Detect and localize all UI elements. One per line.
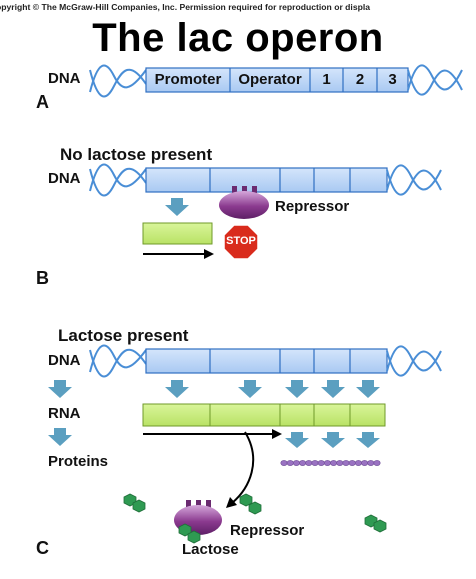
- transcription-arrows-c: [165, 380, 380, 398]
- transcription-arrow-c: [143, 429, 282, 439]
- helix-left-b: [89, 163, 147, 197]
- protein-bead: [299, 460, 307, 466]
- dna-box-b: [145, 167, 388, 193]
- dna-label-c: DNA: [48, 352, 81, 369]
- protein-bead: [342, 460, 350, 466]
- panel-b-dna: [89, 163, 442, 197]
- protein-bead: [354, 460, 362, 466]
- protein-bead: [336, 460, 344, 466]
- dna-label-b: DNA: [48, 170, 81, 187]
- rna-fragment-b: [142, 222, 213, 245]
- segment-gene-3: 3: [388, 71, 397, 88]
- helix-right-c: [386, 345, 442, 377]
- dna-box-c: [145, 348, 388, 374]
- protein-bead: [311, 460, 319, 466]
- protein-bead: [373, 460, 381, 466]
- protein-bead: [367, 460, 375, 466]
- stop-label: STOP: [226, 235, 256, 247]
- protein-chain-icon: [280, 460, 381, 466]
- heading-lactose-present: Lactose present: [58, 326, 189, 345]
- panel-label-c: C: [36, 538, 49, 558]
- copyright-notice: opyright © The McGraw-Hill Companies, In…: [0, 2, 371, 12]
- proteins-label-c: Proteins: [48, 453, 109, 470]
- protein-bead: [348, 460, 356, 466]
- segment-operator: Operator: [238, 71, 302, 88]
- rna-box-c: [142, 403, 386, 427]
- panel-label-a: A: [36, 92, 49, 112]
- panel-a-dna: [89, 64, 463, 98]
- heading-no-lactose: No lactose present: [60, 145, 213, 164]
- protein-bead: [292, 460, 300, 466]
- dna-box-a: [145, 67, 409, 93]
- legend-arrow-dna-rna-icon: [48, 380, 72, 398]
- protein-bead: [280, 460, 288, 466]
- protein-bead: [361, 460, 369, 466]
- panel-c-dna: [89, 344, 442, 378]
- panel-label-b: B: [36, 268, 49, 288]
- segment-promoter: Promoter: [154, 71, 222, 88]
- protein-bead: [323, 460, 331, 466]
- protein-bead: [305, 460, 313, 466]
- segment-gene-1: 1: [322, 71, 331, 88]
- protein-bead: [330, 460, 338, 466]
- translation-arrows-c: [285, 432, 380, 448]
- segment-gene-2: 2: [355, 71, 365, 88]
- page-title: The lac operon: [92, 16, 384, 60]
- legend-arrow-rna-protein-icon: [48, 428, 72, 446]
- helix-right-b: [386, 164, 442, 196]
- helix-right-a: [407, 64, 463, 96]
- helix-left-a: [89, 64, 147, 98]
- repressor-label-b: Repressor: [275, 198, 350, 215]
- down-arrow-icon: [165, 198, 189, 216]
- stop-sign-icon: [223, 224, 259, 260]
- dna-label-a: DNA: [48, 70, 81, 87]
- repressor-icon-b: [219, 186, 269, 219]
- helix-left-c: [89, 344, 147, 378]
- rna-label-c: RNA: [48, 405, 81, 422]
- release-arrow: [226, 431, 255, 508]
- protein-bead: [286, 460, 294, 466]
- lactose-molecules: [123, 493, 387, 544]
- protein-bead: [317, 460, 325, 466]
- repressor-label-c: Repressor: [230, 522, 305, 539]
- lactose-label-c: Lactose: [182, 541, 239, 558]
- transcription-arrow-b: [143, 249, 214, 259]
